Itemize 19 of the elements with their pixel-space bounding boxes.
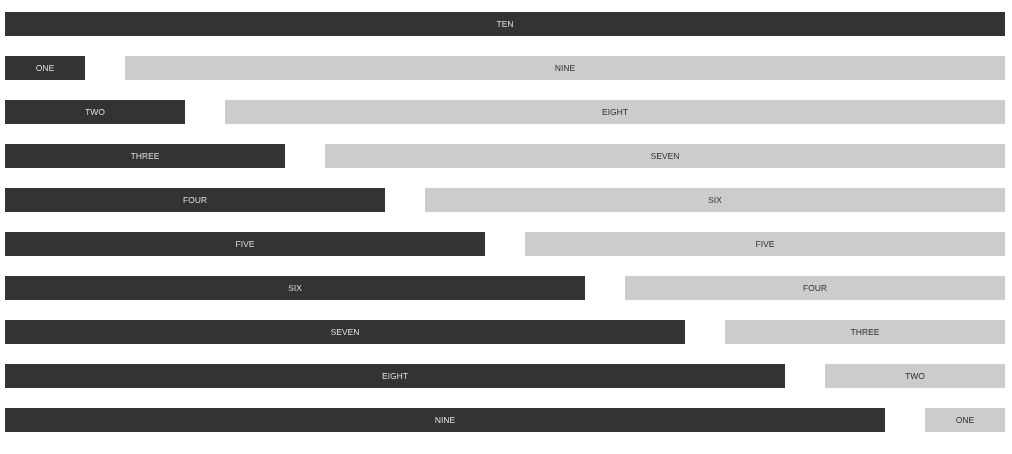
bar-segment: SEVEN	[5, 320, 685, 344]
bar-segment: NINE	[125, 56, 1005, 80]
bar-segment: FIVE	[5, 232, 485, 256]
bar-segment: TWO	[5, 100, 185, 124]
bar-segment: FOUR	[625, 276, 1005, 300]
bar-segment: SIX	[5, 276, 585, 300]
bar-segment: THREE	[725, 320, 1005, 344]
bar-segment: EIGHT	[225, 100, 1005, 124]
bar-segment: FIVE	[525, 232, 1005, 256]
bar-segment: EIGHT	[5, 364, 785, 388]
bar-segment: SIX	[425, 188, 1005, 212]
bar-segment: NINE	[5, 408, 885, 432]
bar-segment: TEN	[5, 12, 1005, 36]
bar-segment: ONE	[5, 56, 85, 80]
bar-segment: FOUR	[5, 188, 385, 212]
bar-segment: TWO	[825, 364, 1005, 388]
bar-segment: ONE	[925, 408, 1005, 432]
bar-segment: THREE	[5, 144, 285, 168]
bar-segment: SEVEN	[325, 144, 1005, 168]
